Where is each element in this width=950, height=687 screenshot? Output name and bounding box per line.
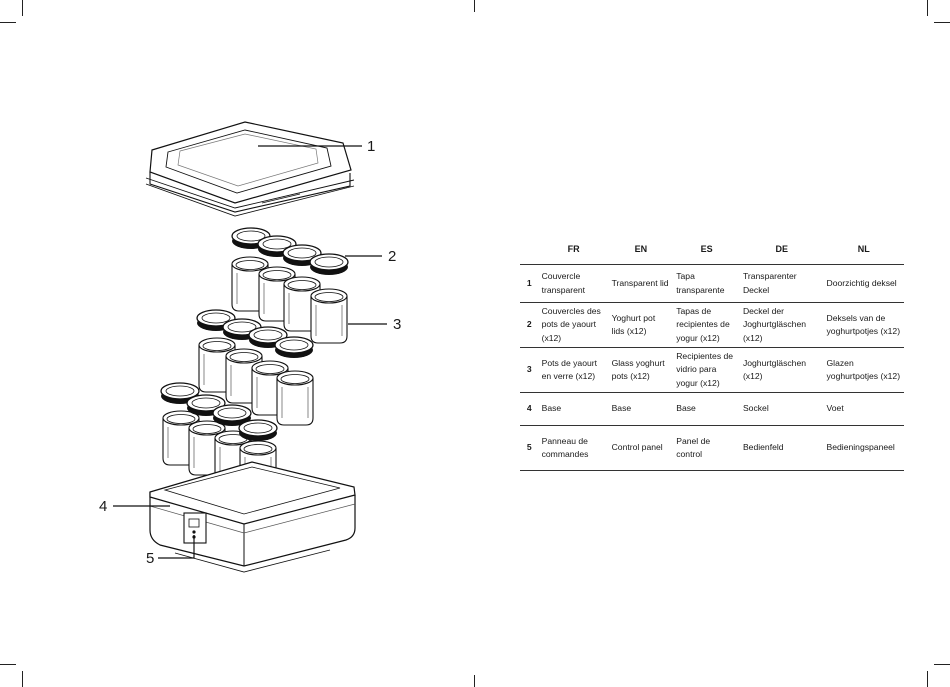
cell-es: Recipientes de vidrio para yogur (x12)	[673, 347, 740, 393]
cell-de: Sockel	[739, 392, 824, 426]
header-nl: NL	[857, 244, 870, 255]
table-header-row: FR EN ES DE NL	[520, 236, 904, 265]
row-number: 3	[520, 347, 539, 393]
header-de: DE	[775, 244, 788, 255]
callout-3: 3	[393, 316, 402, 333]
crop-mark	[934, 664, 950, 665]
row-number: 2	[520, 302, 539, 348]
cell-en: Transparent lid	[608, 264, 674, 303]
crop-mark	[474, 675, 475, 687]
cell-nl: Doorzichtig deksel	[823, 264, 904, 303]
header-en: EN	[634, 244, 648, 255]
cell-es: Tapa transparente	[673, 264, 740, 303]
cell-es: Base	[673, 392, 740, 426]
exploded-view-illustration	[113, 121, 387, 573]
cell-es: Panel de control	[673, 425, 740, 471]
callout-4: 4	[99, 498, 108, 515]
cell-fr: Couvercle transparent	[538, 264, 609, 303]
cell-en: Yoghurt pot lids (x12)	[608, 302, 674, 348]
cell-fr: Base	[538, 392, 609, 426]
crop-mark	[0, 664, 16, 665]
callout-1: 1	[367, 138, 376, 155]
table-row: 5 Panneau de commandes Control panel Pan…	[520, 425, 904, 471]
row-number: 5	[520, 425, 539, 471]
crop-mark	[22, 0, 23, 16]
parts-table: FR EN ES DE NL 1 Couvercle transparent T…	[520, 236, 904, 471]
cell-fr: Pots de yaourt en verre (x12)	[538, 347, 609, 393]
base-illustration	[149, 461, 356, 573]
row-number: 4	[520, 392, 539, 426]
crop-mark	[927, 0, 928, 16]
cell-de: Joghurtgläschen (x12)	[739, 347, 824, 393]
transparent-lid-illustration	[145, 121, 355, 217]
cell-nl: Deksels van de yoghurtpotjes (x12)	[823, 302, 904, 348]
header-fr: FR	[567, 244, 580, 255]
cell-fr: Panneau de commandes	[538, 425, 609, 471]
cell-fr: Couvercles des pots de yaourt (x12)	[538, 302, 609, 348]
table-row: 4 Base Base Base Sockel Voet	[520, 392, 904, 426]
cell-de: Transparenter Deckel	[739, 264, 824, 303]
row-number: 1	[520, 264, 539, 303]
control-panel-illustration	[183, 512, 207, 544]
crop-mark	[474, 0, 475, 12]
crop-mark	[934, 22, 950, 23]
header-num	[520, 236, 539, 265]
cell-de: Deckel der Joghurtgläschen (x12)	[739, 302, 824, 348]
header-es: ES	[700, 244, 713, 255]
cell-nl: Glazen yoghurtpotjes (x12)	[823, 347, 904, 393]
cell-es: Tapas de recipientes de yogur (x12)	[673, 302, 740, 348]
crop-mark	[0, 22, 16, 23]
cell-nl: Voet	[823, 392, 904, 426]
cell-en: Base	[608, 392, 674, 426]
table-row: 3 Pots de yaourt en verre (x12) Glass yo…	[520, 347, 904, 393]
crop-mark	[927, 671, 928, 687]
crop-mark	[22, 671, 23, 687]
callout-2: 2	[388, 248, 397, 265]
callout-5: 5	[146, 550, 155, 567]
cell-en: Control panel	[608, 425, 674, 471]
cell-de: Bedienfeld	[739, 425, 824, 471]
leader-lines	[113, 145, 387, 559]
glass-jar-illustration	[162, 256, 348, 496]
table-row: 1 Couvercle transparent Transparent lid …	[520, 264, 904, 303]
cell-en: Glass yoghurt pots (x12)	[608, 347, 674, 393]
table-row: 2 Couvercles des pots de yaourt (x12) Yo…	[520, 302, 904, 348]
cell-nl: Bedieningspaneel	[823, 425, 904, 471]
